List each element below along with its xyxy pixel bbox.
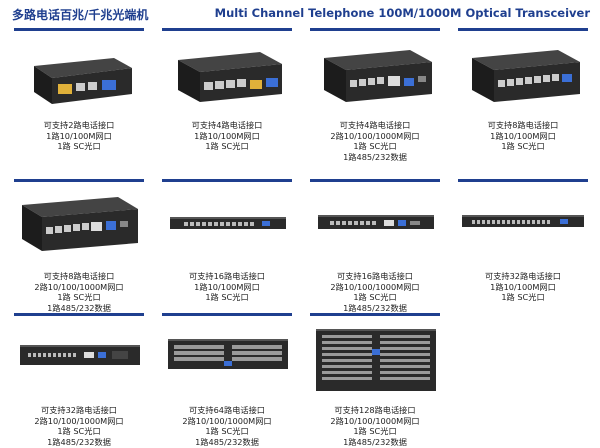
caption-line: 可支持4路电话接口 bbox=[191, 120, 263, 130]
product-photo bbox=[14, 36, 144, 114]
caption-line: 1路10/100M网口 bbox=[490, 281, 556, 292]
product-photo bbox=[162, 36, 292, 114]
caption-line: 2路10/100/1000M网口 bbox=[330, 415, 420, 426]
caption-line: 1路 SC光口 bbox=[57, 141, 101, 151]
caption-line: 2路10/100/1000M网口 bbox=[330, 281, 420, 292]
caption-line: 可支持64路电话接口 bbox=[189, 405, 265, 415]
caption-line: 可支持128路电话接口 bbox=[334, 405, 416, 415]
caption-line: 可支持4路电话接口 bbox=[339, 120, 411, 130]
card-divider bbox=[458, 28, 588, 31]
caption-line: 1路485/232数据 bbox=[343, 436, 407, 447]
card-divider bbox=[162, 28, 292, 31]
title-english: Multi Channel Telephone 100M/1000M Optic… bbox=[214, 6, 590, 20]
caption-line: 1路10/100M网口 bbox=[46, 130, 112, 141]
caption-line: 2路10/100/1000M网口 bbox=[34, 281, 124, 292]
product-photo bbox=[14, 187, 144, 265]
caption-line: 2路10/100/1000M网口 bbox=[34, 415, 124, 426]
caption-line: 1路10/100M网口 bbox=[490, 130, 556, 141]
caption-line: 可支持2路电话接口 bbox=[43, 120, 115, 130]
card-divider bbox=[458, 179, 588, 182]
card-divider bbox=[14, 28, 144, 31]
product-photo bbox=[310, 36, 440, 114]
product-photo bbox=[14, 321, 144, 399]
card-divider bbox=[310, 28, 440, 31]
caption-line: 1路485/232数据 bbox=[195, 436, 259, 447]
card-divider bbox=[310, 313, 440, 316]
product-photo bbox=[458, 36, 588, 114]
caption-line: 可支持8路电话接口 bbox=[487, 120, 559, 130]
caption-line: 1路485/232数据 bbox=[47, 302, 111, 313]
caption-line: 1路 SC光口 bbox=[57, 426, 101, 436]
product-photo bbox=[458, 187, 588, 265]
caption-line: 2路10/100/1000M网口 bbox=[182, 415, 272, 426]
caption-line: 1路 SC光口 bbox=[57, 292, 101, 302]
caption-line: 1路485/232数据 bbox=[343, 302, 407, 313]
caption-line: 1路 SC光口 bbox=[501, 141, 545, 151]
caption-line: 1路 SC光口 bbox=[353, 426, 397, 436]
caption-line: 1路485/232数据 bbox=[47, 436, 111, 447]
caption-line: 可支持32路电话接口 bbox=[485, 271, 561, 281]
caption-line: 1路 SC光口 bbox=[205, 292, 249, 302]
caption-line: 1路 SC光口 bbox=[353, 292, 397, 302]
caption-line: 1路 SC光口 bbox=[353, 141, 397, 151]
caption-line: 可支持8路电话接口 bbox=[43, 271, 115, 281]
caption-line: 可支持32路电话接口 bbox=[41, 405, 117, 415]
caption-line: 1路 SC光口 bbox=[501, 292, 545, 302]
caption-line: 可支持16路电话接口 bbox=[189, 271, 265, 281]
caption-line: 1路10/100M网口 bbox=[194, 281, 260, 292]
card-divider bbox=[14, 313, 144, 316]
caption-line: 1路10/100M网口 bbox=[194, 130, 260, 141]
card-divider bbox=[14, 179, 144, 182]
caption-line: 2路10/100/1000M网口 bbox=[330, 130, 420, 141]
product-photo bbox=[310, 187, 440, 265]
caption-line: 可支持16路电话接口 bbox=[337, 271, 413, 281]
card-divider bbox=[162, 313, 292, 316]
caption-line: 1路 SC光口 bbox=[205, 426, 249, 436]
caption-line: 1路 SC光口 bbox=[205, 141, 249, 151]
product-photo bbox=[162, 321, 292, 399]
title-chinese: 多路电话百兆/千兆光端机 bbox=[12, 8, 149, 22]
product-photo bbox=[310, 321, 440, 399]
caption-line: 1路485/232数据 bbox=[343, 151, 407, 162]
product-photo bbox=[162, 187, 292, 265]
header: 多路电话百兆/千兆光端机 Multi Channel Telephone 100… bbox=[0, 0, 600, 26]
card-divider bbox=[310, 179, 440, 182]
card-divider bbox=[162, 179, 292, 182]
